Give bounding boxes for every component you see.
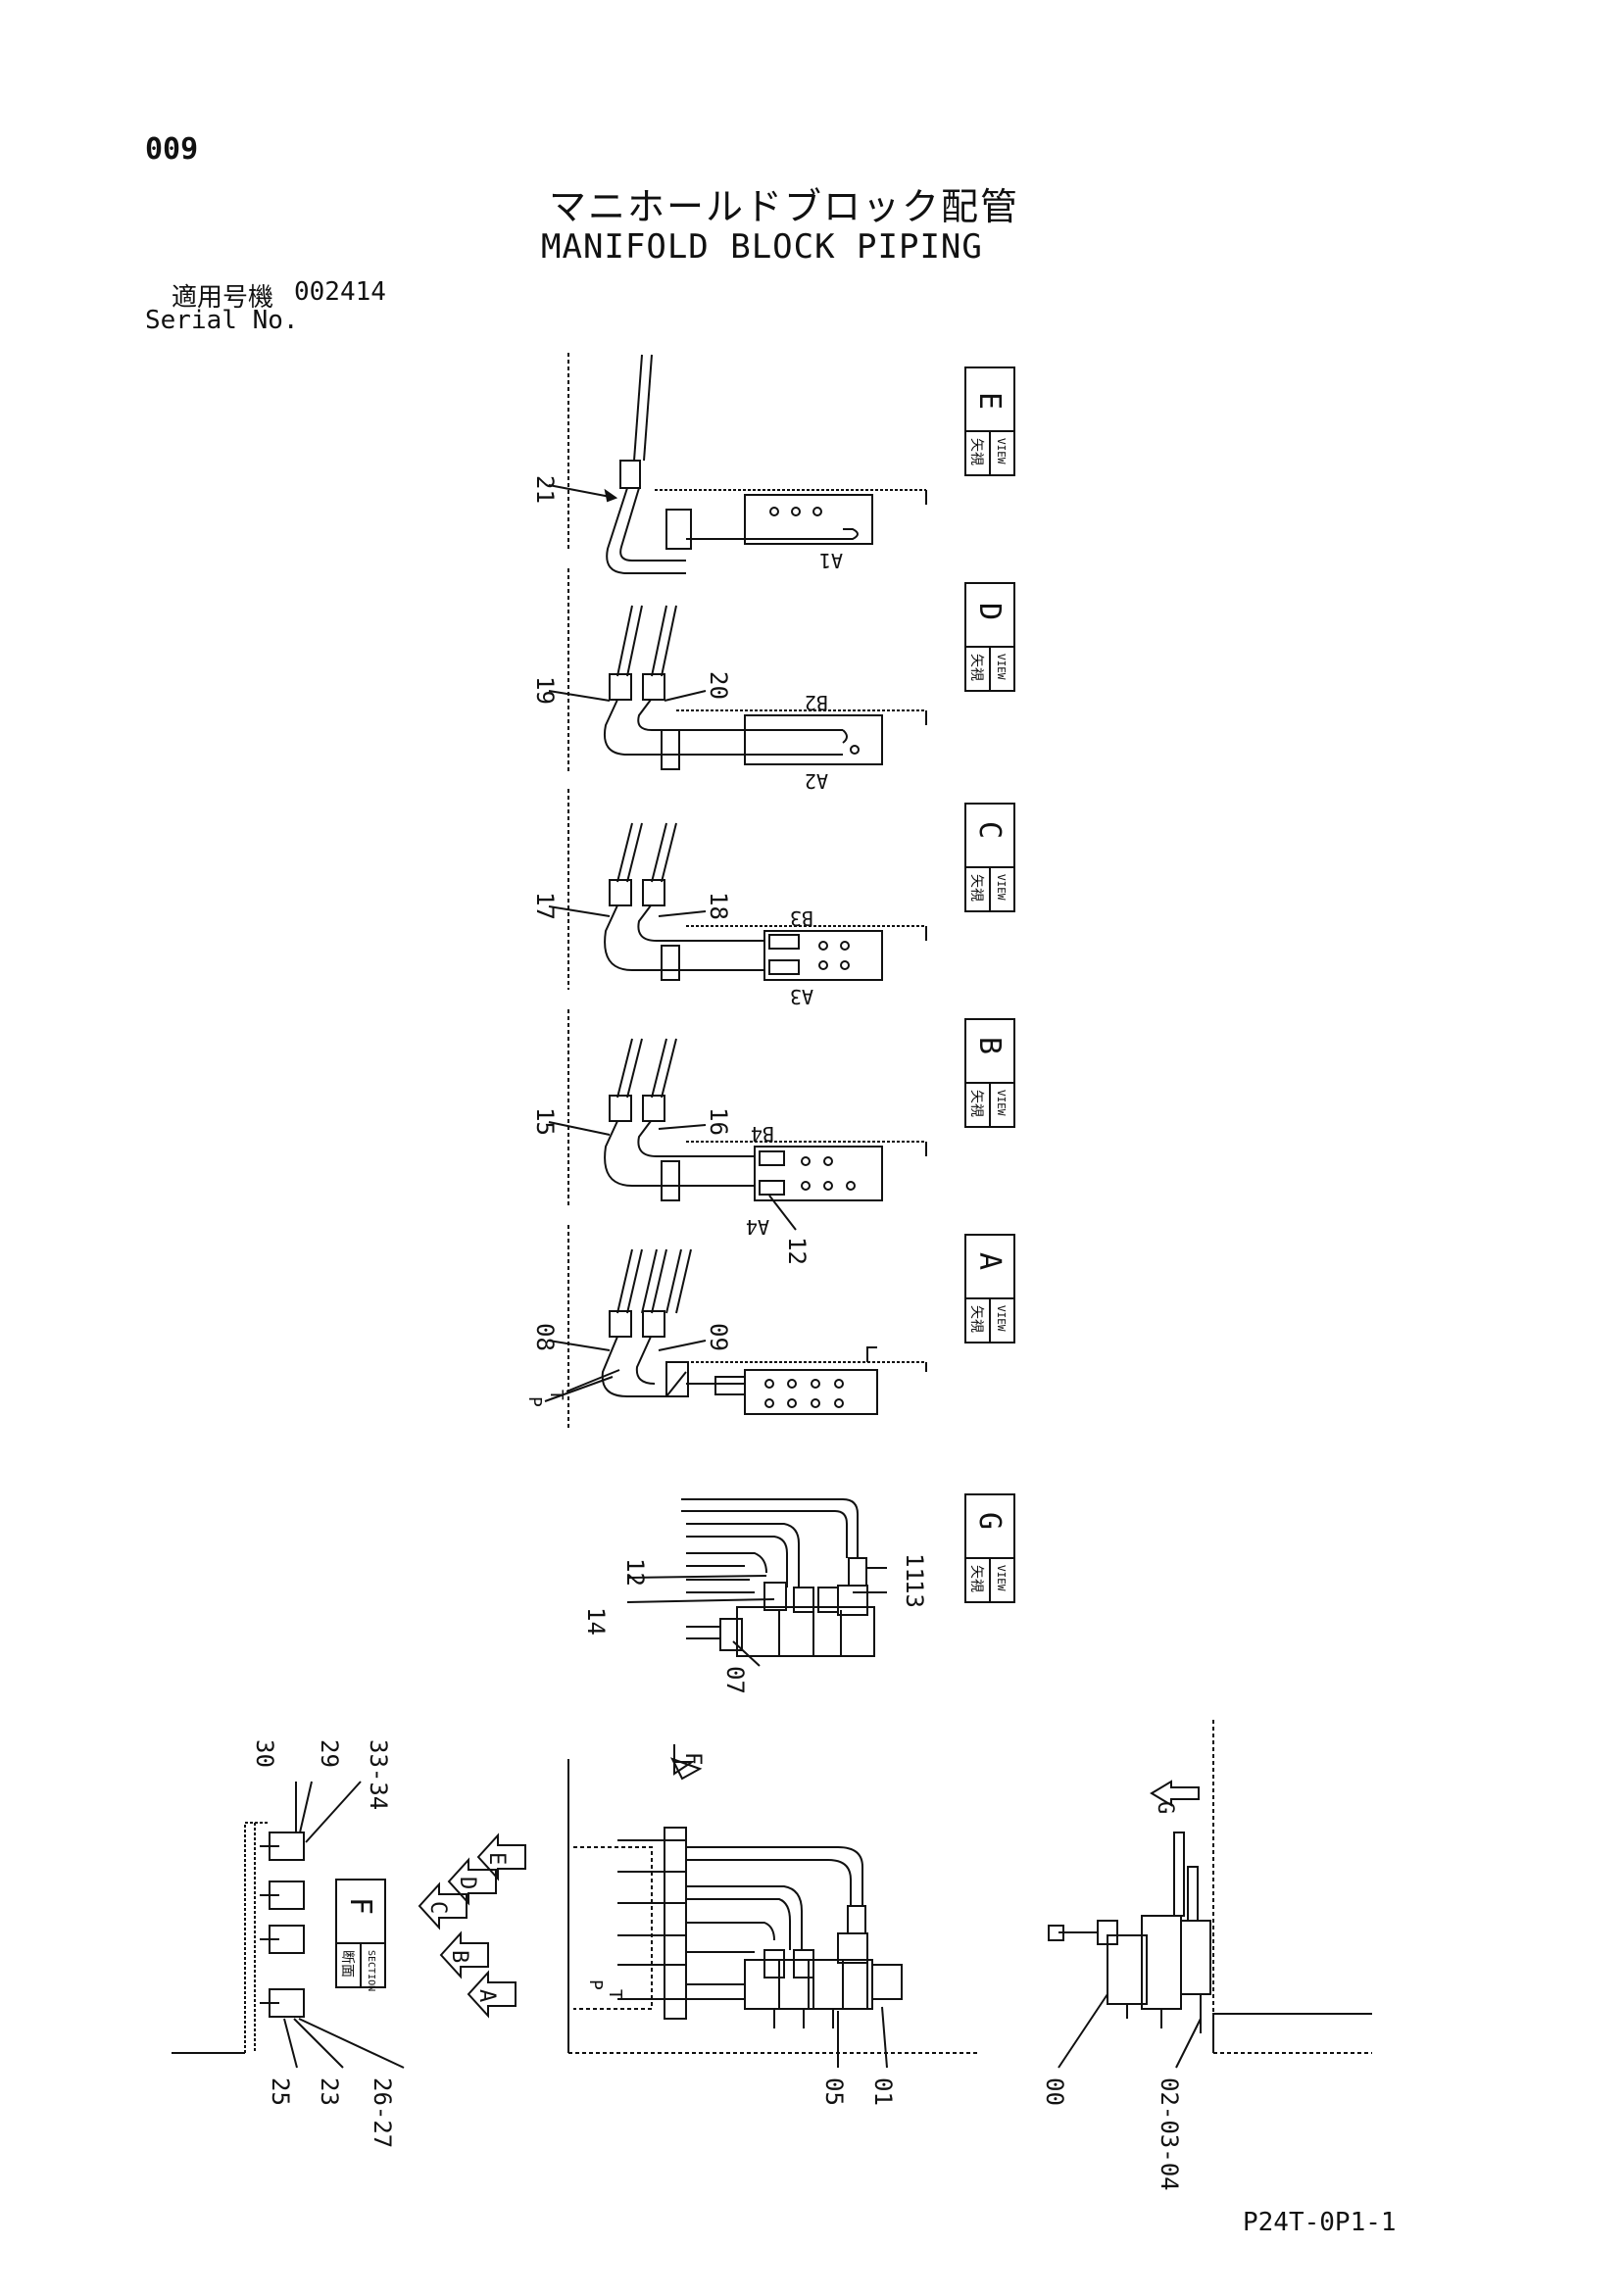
- view-e-jp: 矢視: [968, 438, 984, 465]
- view-b-jp: 矢視: [968, 1090, 984, 1117]
- callout-21: 21: [531, 475, 559, 504]
- view-b-en: VIEW: [995, 1090, 1008, 1116]
- arrow-label-g: G: [1153, 1801, 1177, 1814]
- view-arrows: [418, 1832, 526, 2019]
- view-d-label-box: [964, 582, 1015, 692]
- arrow-label-c: C: [425, 1901, 450, 1914]
- view-e-label-box: [964, 366, 1015, 476]
- view-c-label-box: [964, 803, 1015, 912]
- serial-label-jp: 適用号機: [172, 283, 274, 313]
- view-b-letter: B: [972, 1037, 1007, 1054]
- callout-25: 25: [267, 2077, 294, 2106]
- callout-00: 00: [1041, 2077, 1068, 2106]
- port-p-a: P: [524, 1396, 545, 1407]
- view-e-letter: E: [972, 392, 1007, 410]
- view-g-jp: 矢視: [968, 1565, 984, 1592]
- view-a-en: VIEW: [995, 1305, 1008, 1332]
- port-t-main: T: [605, 1989, 625, 2000]
- section-f-jp: 断面: [339, 1950, 355, 1978]
- section-f-label-box: [335, 1879, 386, 1988]
- view-g-label-box: [964, 1493, 1015, 1603]
- serial-value: 002414: [294, 277, 386, 307]
- arrow-label-a: A: [474, 1989, 499, 2002]
- port-p-main: P: [585, 1979, 606, 1990]
- callout-23: 23: [316, 2077, 343, 2106]
- view-c-en: VIEW: [995, 874, 1008, 901]
- view-g-detail: [626, 1498, 887, 1667]
- view-g-letter: G: [972, 1512, 1007, 1530]
- callout-26-27: 26-27: [369, 2077, 396, 2148]
- arrow-label-f: F: [680, 1752, 705, 1765]
- port-b4: B4: [751, 1122, 774, 1146]
- view-d-detail: [548, 568, 927, 774]
- port-b2: B2: [805, 691, 828, 714]
- view-d-jp: 矢視: [968, 654, 984, 681]
- view-a-detail: [544, 1225, 927, 1431]
- callout-20: 20: [705, 671, 732, 700]
- title-japanese: マニホールドブロック配管: [549, 185, 1020, 228]
- section-f-en: SECTION: [366, 1950, 376, 1991]
- callout-02-03-04: 02-03-04: [1156, 2077, 1183, 2191]
- view-a-jp: 矢視: [968, 1305, 984, 1333]
- callout-18: 18: [705, 892, 732, 920]
- view-a-label-box: [964, 1234, 1015, 1343]
- port-a1: A1: [819, 549, 843, 572]
- callout-01: 01: [869, 2077, 897, 2106]
- view-e-en: VIEW: [995, 438, 1008, 464]
- view-c-letter: C: [972, 821, 1007, 839]
- view-g-en: VIEW: [995, 1565, 1008, 1591]
- arrow-label-e: E: [484, 1852, 509, 1865]
- callout-33-34: 33-34: [365, 1739, 392, 1810]
- callout-30: 30: [251, 1739, 278, 1768]
- callout-14: 14: [582, 1607, 610, 1636]
- callout-29: 29: [316, 1739, 343, 1768]
- port-a2: A2: [805, 769, 828, 793]
- callout-16: 16: [705, 1107, 732, 1136]
- callout-12-g: 12: [621, 1558, 649, 1587]
- view-c-detail: [548, 789, 927, 990]
- port-a3: A3: [790, 985, 813, 1008]
- arrow-label-b: B: [447, 1950, 471, 1963]
- port-t-a: T: [546, 1390, 566, 1400]
- port-b3: B3: [790, 906, 813, 930]
- callout-17: 17: [531, 892, 559, 920]
- title-english: MANIFOLD BLOCK PIPING: [541, 227, 983, 267]
- section-f-letter: F: [343, 1897, 377, 1915]
- side-view-detail: [1048, 1720, 1372, 2069]
- callout-08: 08: [531, 1323, 559, 1351]
- section-f-detail: [172, 1781, 405, 2069]
- main-view-detail: [567, 1744, 980, 2069]
- callout-07: 07: [721, 1666, 749, 1694]
- port-a4: A4: [746, 1215, 769, 1239]
- view-d-letter: D: [972, 603, 1007, 620]
- arrow-label-d: D: [455, 1877, 479, 1889]
- view-b-detail: [548, 1009, 927, 1231]
- page-number: 009: [145, 132, 199, 167]
- callout-12-b: 12: [783, 1237, 811, 1265]
- drawing-code: P24T-0P1-1: [1243, 2208, 1397, 2237]
- view-a-letter: A: [972, 1252, 1007, 1270]
- callout-11: 11: [901, 1553, 928, 1582]
- callout-19: 19: [531, 676, 559, 705]
- callout-13: 13: [901, 1580, 928, 1608]
- view-c-jp: 矢視: [968, 874, 984, 902]
- callout-09: 09: [705, 1323, 732, 1351]
- callout-15: 15: [531, 1107, 559, 1136]
- serial-label-en: Serial No.: [145, 306, 299, 335]
- view-b-label-box: [964, 1018, 1015, 1128]
- view-e-detail: [548, 353, 927, 574]
- view-d-en: VIEW: [995, 654, 1008, 680]
- callout-05: 05: [820, 2077, 848, 2106]
